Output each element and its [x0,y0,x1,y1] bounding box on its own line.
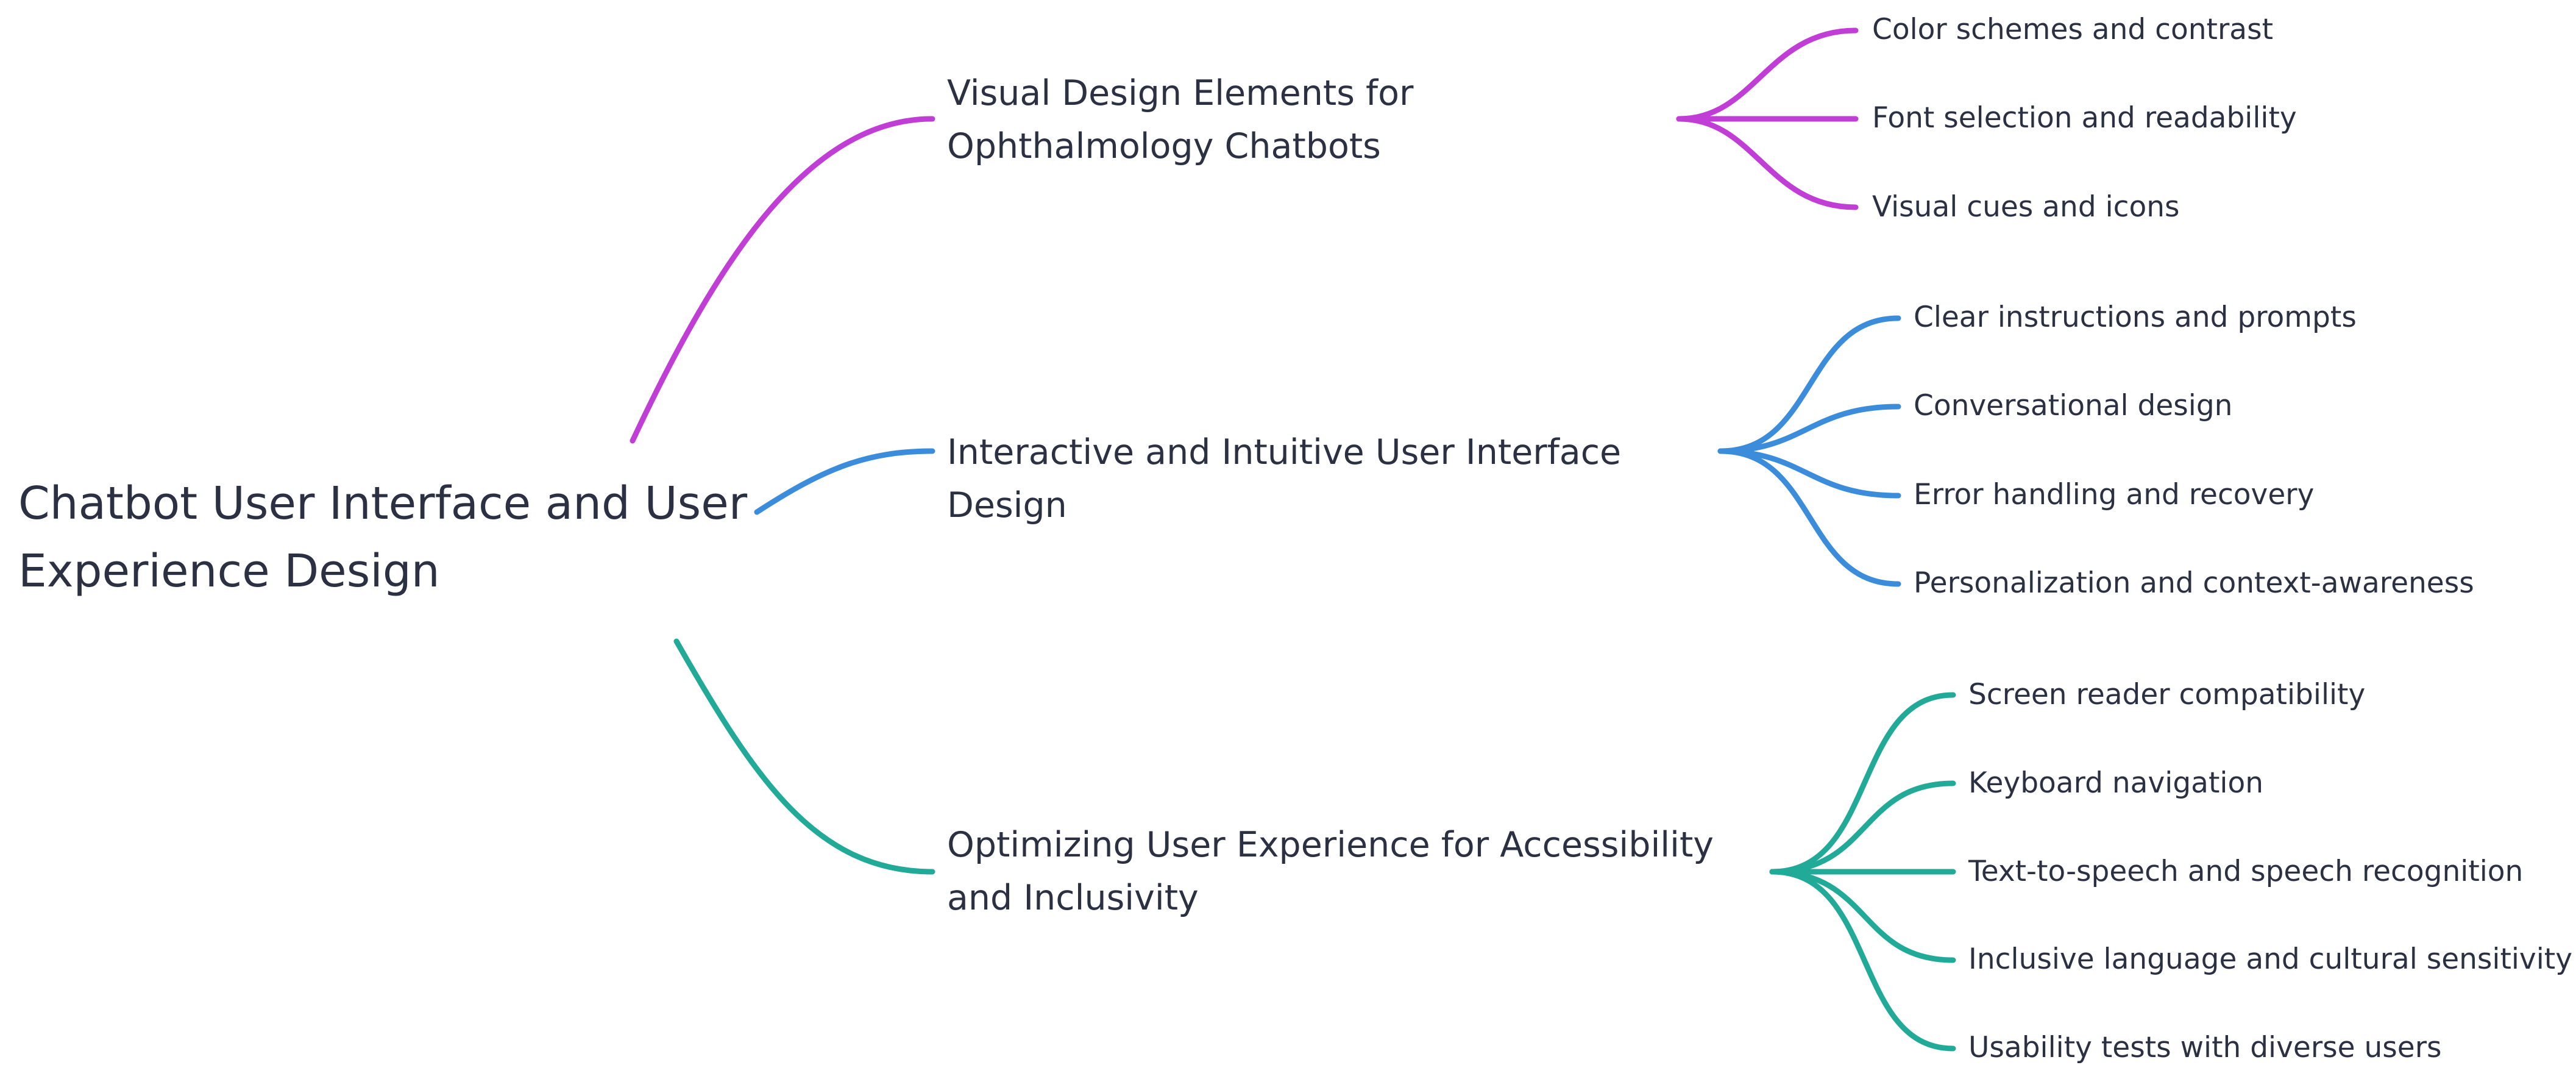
leaf-color-schemes: Color schemes and contrast [1872,13,2274,46]
leaf-keyboard-navigation: Keyboard navigation [1968,766,2263,800]
connector-root-interactive-ui [754,448,935,515]
leaf-clear-instructions: Clear instructions and prompts [1914,301,2357,334]
leaf-font-selection: Font selection and readability [1872,101,2297,135]
branch-interactive-ui: Interactive and Intuitive User Interface… [947,432,1622,525]
leaf-inclusive-language: Inclusive language and cultural sensitiv… [1968,942,2573,976]
connector-interactive-clear-instructions [1717,315,1901,454]
leaf-visual-cues: Visual cues and icons [1872,190,2180,224]
leaf-screen-reader: Screen reader compatibility [1968,678,2366,711]
branch-accessibility: Optimizing User Experience for Accessibi… [947,825,1714,918]
branch-visual-design: Visual Design Elements for Ophthalmology… [947,73,1414,166]
root-topic: Chatbot User Interface and User Experien… [18,477,748,597]
leaf-error-handling: Error handling and recovery [1914,478,2315,511]
connector-access-screen-reader [1769,692,1956,875]
connector-access-usability-tests [1769,869,1956,1052]
connector-access-keyboard [1769,780,1956,875]
connector-root-accessibility [673,638,935,875]
leaf-usability-tests: Usability tests with diverse users [1968,1031,2442,1064]
leaf-conversational-design: Conversational design [1914,389,2233,422]
connector-interactive-conversational [1717,404,1901,454]
connector-root-visual-design [630,116,935,444]
connector-interactive-personalization [1717,448,1901,587]
connector-visual-cues-icons [1676,116,1859,210]
connector-access-inclusive-language [1769,869,1956,963]
leaf-personalization: Personalization and context-awareness [1914,566,2474,600]
connector-visual-color-schemes [1676,27,1859,122]
leaf-text-to-speech: Text-to-speech and speech recognition [1968,855,2524,888]
